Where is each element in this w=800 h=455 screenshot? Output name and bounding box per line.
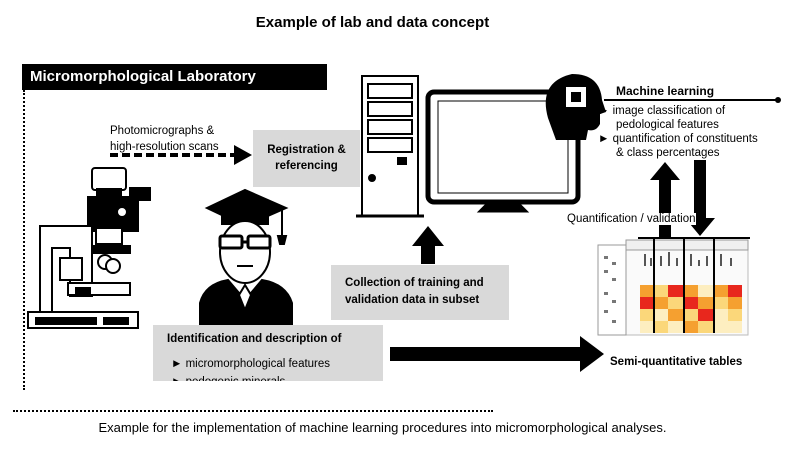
- microscope-icon: [27, 167, 151, 329]
- registration-box: Registration & referencing: [253, 130, 360, 187]
- ml-item2-line1: ► quantification of constituents: [598, 133, 758, 145]
- figure-caption: Example for the implementation of machin…: [98, 420, 667, 435]
- caption-divider: [13, 410, 493, 412]
- arrow-down-icon: [685, 160, 715, 236]
- quantification-validation-label: Quantification / validation: [567, 213, 696, 225]
- identification-item1: ► micromorphological features: [171, 358, 331, 370]
- registration-line1: Registration &: [267, 144, 346, 156]
- machine-learning-text: Machine learning ► image classification …: [598, 84, 758, 160]
- collection-box: Collection of training and validation da…: [331, 265, 509, 320]
- right-arrow-icon: [390, 336, 604, 372]
- lab-header: Micromorphological Laboratory: [22, 64, 327, 90]
- semi-quantitative-label: Semi-quantitative tables: [610, 356, 743, 368]
- table-icon: [597, 237, 750, 336]
- ml-item1-line2: pedological features: [616, 119, 719, 131]
- monitor-icon: [425, 89, 581, 213]
- identification-box: Identification and description of ► micr…: [153, 325, 383, 381]
- identification-item2: ► pedogenic minerals: [153, 373, 383, 381]
- ml-item1-line1: ► image classification of: [598, 105, 726, 117]
- machine-learning-heading: Machine learning: [616, 84, 715, 98]
- identification-title: Identification and description of: [167, 333, 342, 345]
- photomicrographs-line2: high-resolution scans: [110, 141, 219, 153]
- collection-line2: validation data in subset: [345, 294, 480, 306]
- up-arrow-icon: [412, 226, 444, 264]
- arrow-up-icon: [650, 162, 680, 238]
- lab-boundary-line: [23, 90, 25, 390]
- ai-head-icon: [545, 74, 781, 140]
- computer-tower-icon: [356, 75, 424, 218]
- photomicrographs-label: Photomicrographs & high-resolution scans: [110, 123, 219, 155]
- photomicrographs-line1: Photomicrographs &: [110, 125, 215, 137]
- page-title: Example of lab and data concept: [255, 14, 490, 31]
- registration-line2: referencing: [275, 160, 338, 172]
- collection-line1: Collection of training and: [345, 277, 484, 289]
- graduate-icon: [199, 188, 293, 326]
- scan-arrow-head: [234, 145, 252, 165]
- ml-item2-line2: & class percentages: [616, 147, 720, 159]
